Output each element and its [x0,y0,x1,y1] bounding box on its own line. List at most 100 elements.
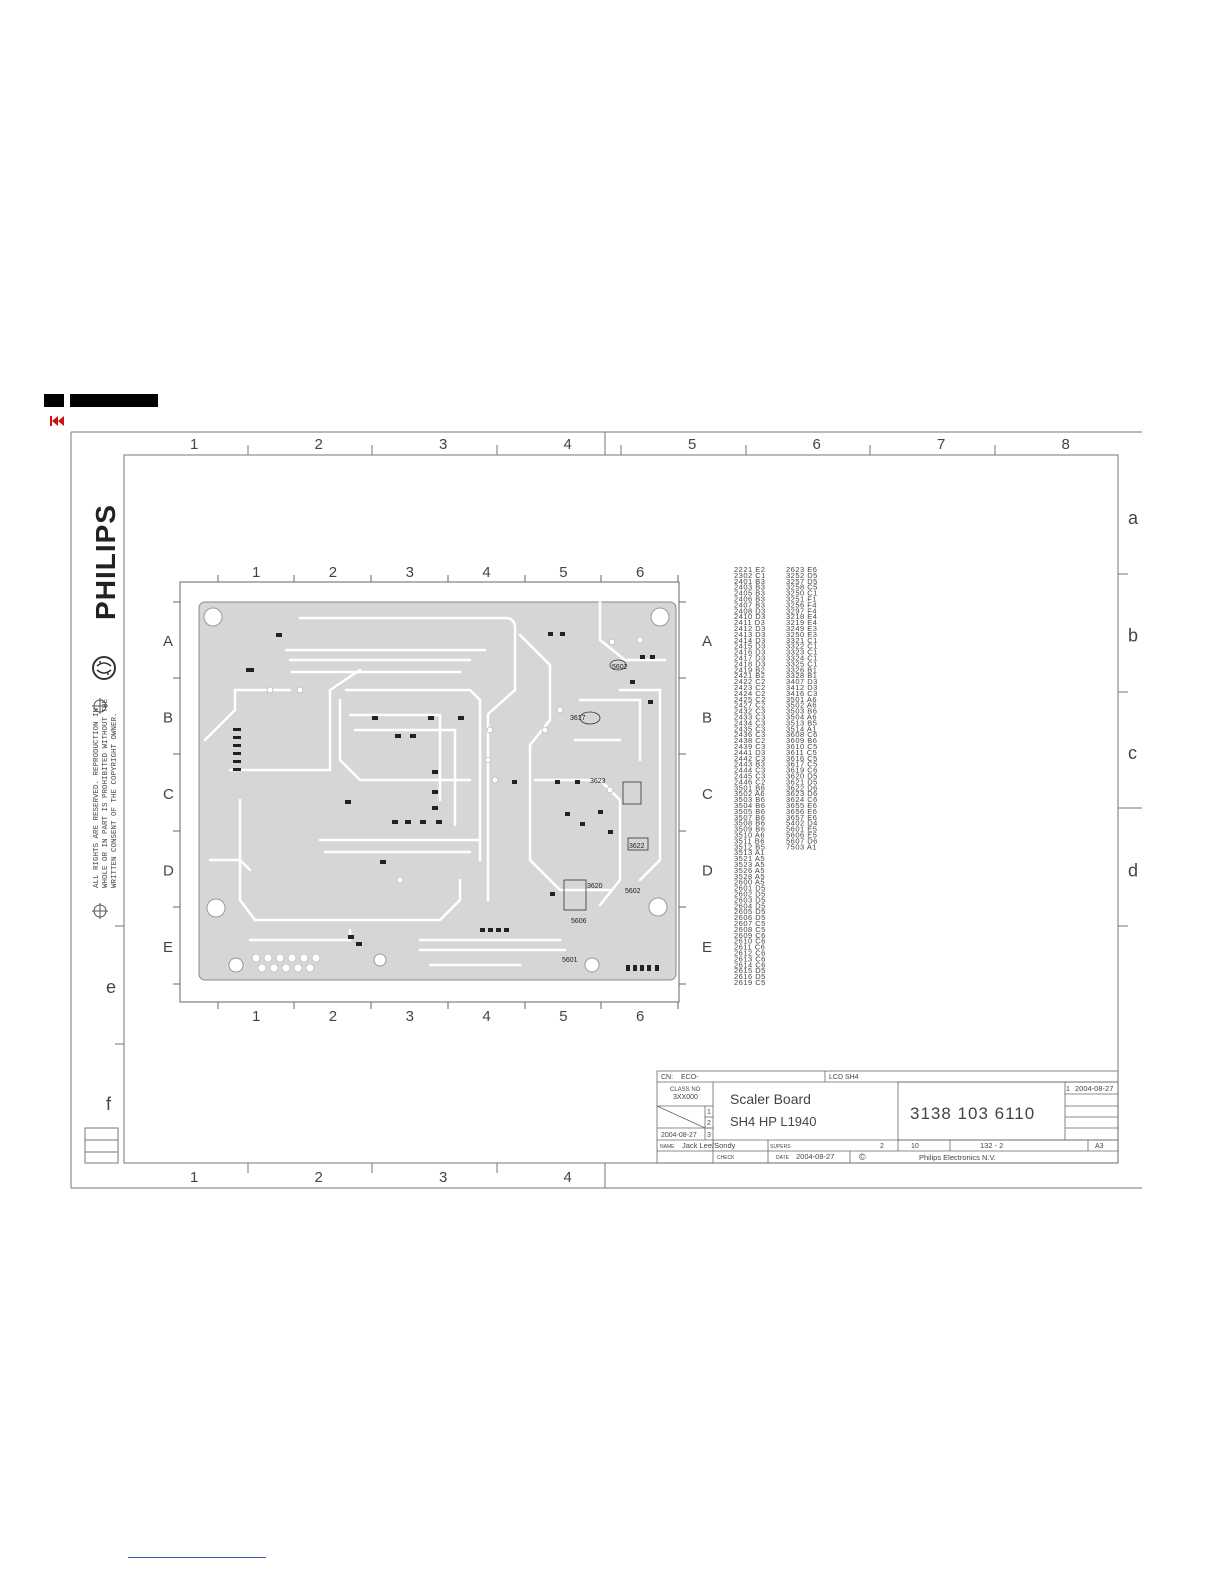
part-location-entry: 3325 C1 [786,659,818,668]
board-row-label: C [163,786,174,803]
copyright-mark: © [859,1152,866,1162]
board-col-label: 3 [406,564,414,581]
part-location-entry: 2623 E6 [786,565,817,574]
part-location-entry: 3503 B6 [734,795,765,804]
part-location-entry: 2443 B3 [734,760,765,769]
supers-label: SUPERS [770,1144,791,1150]
part-location-entry: 2418 D3 [734,659,766,668]
part-location-entry: 3505 B6 [734,807,765,816]
part-location-entry: 3249 E3 [786,624,817,633]
frame-col-label: 3 [439,1169,447,1186]
rev-mark-3: 3 [707,1132,711,1139]
part-location-entry: 3321 C1 [786,636,818,645]
part-location-entry: 2601 D5 [734,884,766,893]
part-location-entry: 2401 B3 [734,577,765,586]
part-location-entry: 3507 B6 [734,813,765,822]
part-location-entry: 2434 C3 [734,718,766,727]
frame-row-label: e [106,977,116,997]
part-location-entry: 3501 A6 [786,695,817,704]
frame-row-label: a [1128,508,1139,528]
part-location-entry: 3502 A6 [734,789,765,798]
cn-label: CN: [661,1074,673,1081]
registration-mark-icon [92,698,108,919]
part-location-entry: 2416 D3 [734,648,766,657]
part-location-entry: 5402 D4 [786,819,818,828]
part-location-entry: 3514 A1 [786,724,817,733]
part-location-entry: 2604 D5 [734,901,766,910]
part-location-entry: 5607 D6 [786,836,818,845]
footer-link-underline[interactable] [128,1557,266,1558]
part-location-entry: 2606 D5 [734,913,766,922]
part-location-entry: 2411 D3 [734,618,765,627]
part-location-entry: 3656 E6 [786,807,817,816]
part-location-entry: 2422 C2 [734,677,766,686]
component-label: 5606 [571,918,587,925]
part-location-entry: 3326 B1 [786,665,817,674]
part-location-entry: 2441 D3 [734,748,766,757]
part-location-entry: 3621 D5 [786,777,818,786]
svg-text:WRITTEN CONSENT OF THE COPYRIG: WRITTEN CONSENT OF THE COPYRIGHT OWNER. [111,712,119,888]
part-location-entry: 7503 A1 [786,842,817,851]
part-location-entry: 2425 C2 [734,695,766,704]
frame-col-label: 7 [937,436,945,453]
part-location-entry: 3616 C5 [786,754,818,763]
part-location-entry: 3620 D5 [786,772,818,781]
board-col-label: 3 [406,1008,414,1025]
part-location-entry: 2408 D3 [734,606,766,615]
part-location-entry: 3528 A5 [734,872,765,881]
part-location-entry: 2613 C6 [734,954,766,963]
part-location-entry: 2607 C5 [734,919,766,928]
part-location-entry: 2421 B2 [734,671,765,680]
component-label: 3617 [570,715,586,722]
frame-col-label: 1 [190,436,198,453]
part-location-entry: 2603 D5 [734,895,766,904]
part-location-entry: 2423 C2 [734,683,766,692]
board-row-label: B [702,710,712,727]
part-location-entry: 2611 C6 [734,943,765,952]
left-date: 2004-08-27 [661,1132,697,1139]
part-location-entry: 3251 F1 [786,595,817,604]
drawing-code: 132 - 2 [980,1141,1003,1150]
part-location-entry: 3512 B5 [734,842,765,851]
rev-mark-1: 1 [707,1109,711,1116]
part-location-entry: 3509 B6 [734,825,765,834]
philips-shield-logo [92,656,116,680]
part-location-entry: 2221 E2 [734,565,765,574]
frame-col-label: 3 [439,436,447,453]
part-location-entry: 3609 B6 [786,736,817,745]
back-to-start-icon[interactable] [49,414,65,428]
check-label: CHECK [717,1155,735,1161]
part-location-entry: 3250 E3 [786,630,817,639]
drawn-by: Jack Lee/Sondy [682,1141,736,1150]
part-location-entry: 3250 C1 [786,589,818,598]
board-col-label: 2 [329,564,337,581]
frame-col-label: 8 [1062,436,1070,453]
part-location-entry: 3619 C6 [786,766,818,775]
part-location-entry: 3501 B6 [734,783,765,792]
part-location-entry: 2438 C2 [734,736,766,745]
part-location-entry: 2412 D3 [734,624,766,633]
drawing-date: 2004-08-27 [796,1152,834,1161]
frame-col-label: 4 [564,436,572,453]
board-row-label: E [163,939,173,956]
part-location-entry: 3256 F4 [786,600,817,609]
part-location-entry: 3322 C1 [786,642,818,651]
eco-label: ECO- [681,1074,699,1081]
board-col-label: 6 [636,1008,644,1025]
frame-col-label: 2 [315,1169,323,1186]
part-location-entry: 3412 D3 [786,683,818,692]
part-location-entry: 2614 C6 [734,960,766,969]
part-location-entry: 2439 C3 [734,742,766,751]
part-location-entry: 2427 C2 [734,701,766,710]
part-location-entry: 2616 D5 [734,972,766,981]
frame-col-label: 6 [813,436,821,453]
board-row-label: A [702,633,712,650]
board-col-label: 4 [482,564,490,581]
part-location-entry: 2600 A5 [734,878,765,887]
part-location-entry: 3324 C1 [786,654,818,663]
rev-date: 2004-08-27 [1075,1084,1113,1093]
